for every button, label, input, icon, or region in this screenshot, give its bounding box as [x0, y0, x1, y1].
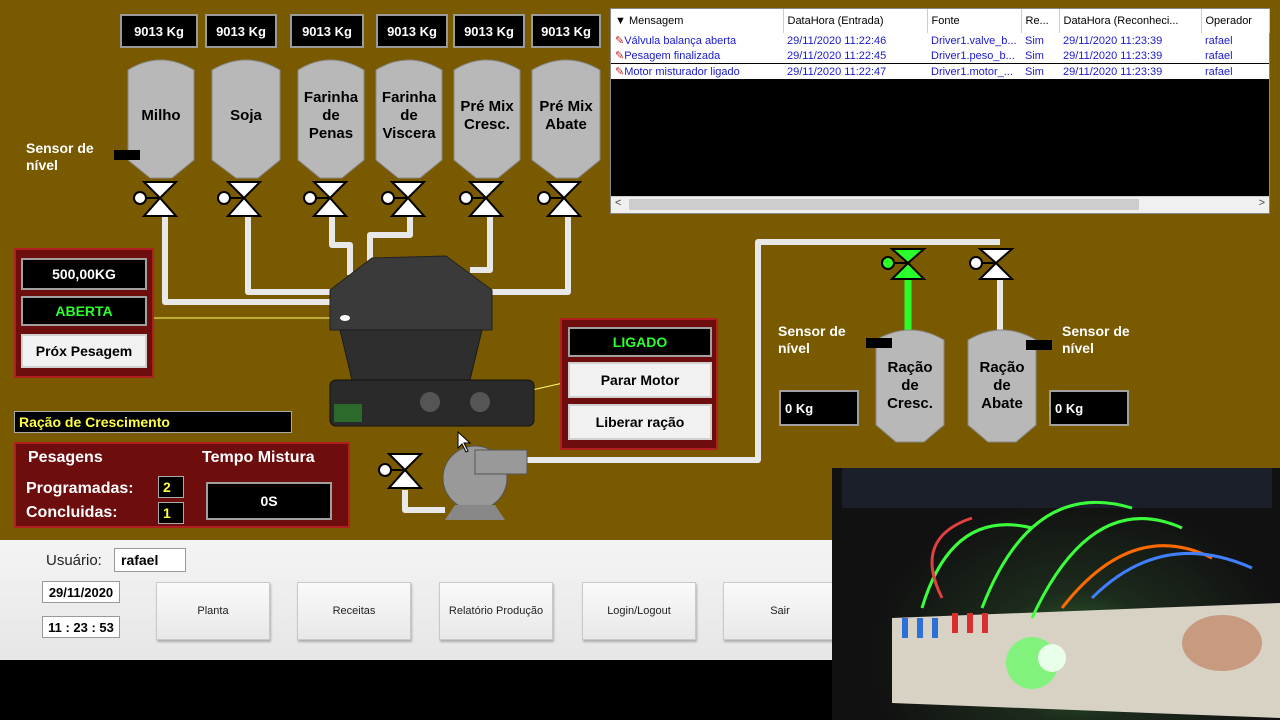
output-weight-cresc: 0 Kg — [779, 390, 859, 426]
time-display: 11 : 23 : 53 — [42, 616, 120, 638]
mix-time-value: 0S — [206, 482, 332, 520]
valve-racao-abate — [969, 248, 1015, 280]
silo-label-soja: Soja — [230, 107, 262, 124]
programmed-label: Programadas: — [26, 480, 134, 497]
mix-time-label: Tempo Mistura — [202, 449, 315, 466]
scroll-right-icon[interactable]: > — [1258, 197, 1265, 209]
stop-motor-button[interactable]: Parar Motor — [568, 362, 712, 398]
next-weighing-button[interactable]: Próx Pesagem — [21, 334, 147, 368]
scale-weight: 500,00KG — [21, 258, 147, 290]
release-feed-button[interactable]: Liberar ração — [568, 404, 712, 440]
completed-value: 1 — [158, 502, 184, 524]
user-value: rafael — [114, 548, 186, 572]
table-row[interactable]: ✎Pesagem finalizada 29/11/2020 11:22:45 … — [611, 48, 1269, 64]
alarm-icon: ✎ — [615, 66, 625, 78]
programmed-value: 2 — [158, 476, 184, 498]
breadboard-photo — [842, 468, 1280, 718]
silo-weight-premix-abate: 9013 Kg — [531, 14, 601, 48]
weighings-panel: Pesagens Programadas: Concluidas: 2 1 Te… — [14, 442, 350, 528]
table-row[interactable]: ✎Válvula balança aberta 29/11/2020 11:22… — [611, 33, 1269, 48]
col-header-source[interactable]: Fonte — [927, 9, 1022, 33]
date-display: 29/11/2020 — [42, 581, 120, 603]
camera-overlay — [832, 468, 1280, 720]
silo-label-milho: Milho — [141, 107, 181, 124]
scale-panel: 500,00KG ABERTA Próx Pesagem — [14, 248, 154, 378]
nav-relatorio-button[interactable]: Relatório Produção — [439, 582, 553, 640]
weighings-title: Pesagens — [28, 449, 103, 466]
silo-weight-farinha-penas: 9013 Kg — [290, 14, 364, 48]
nav-receitas-button[interactable]: Receitas — [297, 582, 411, 640]
alarm-icon: ✎ — [615, 35, 625, 47]
valve-status: ABERTA — [21, 296, 147, 326]
output-weight-abate: 0 Kg — [1049, 390, 1129, 426]
alarm-table[interactable]: ▼ Mensagem DataHora (Entrada) Fonte Re..… — [610, 8, 1270, 214]
motor-status: LIGADO — [568, 327, 712, 357]
nav-sair-button[interactable]: Sair — [723, 582, 837, 640]
silo-weight-soja: 9013 Kg — [205, 14, 277, 48]
scroll-left-icon[interactable]: < — [615, 197, 622, 209]
silo-weight-milho: 9013 Kg — [120, 14, 198, 48]
col-header-operator[interactable]: Operador — [1201, 9, 1270, 33]
valve-mixer-output — [378, 453, 424, 489]
mixer-graphic — [329, 255, 535, 427]
nav-login-button[interactable]: Login/Logout — [582, 582, 696, 640]
table-row[interactable]: ✎Motor misturador ligado 29/11/2020 11:2… — [611, 63, 1269, 80]
blower-graphic — [442, 445, 528, 520]
col-header-datetime-ack[interactable]: DataHora (Reconheci... — [1059, 9, 1202, 33]
piping — [114, 59, 1052, 520]
scrollbar-thumb[interactable] — [629, 199, 1139, 210]
silo-valves — [133, 181, 583, 217]
col-header-ack[interactable]: Re... — [1021, 9, 1060, 33]
recipe-name: Ração de Crescimento — [14, 411, 292, 433]
user-label: Usuário: — [46, 552, 102, 569]
completed-label: Concluidas: — [26, 504, 118, 521]
silo-weight-premix-cresc: 9013 Kg — [453, 14, 525, 48]
alarm-icon: ✎ — [615, 50, 625, 62]
motor-panel: LIGADO Parar Motor Liberar ração — [560, 318, 718, 450]
horizontal-scrollbar[interactable]: < > — [611, 196, 1269, 213]
col-header-message[interactable]: ▼ Mensagem — [611, 9, 784, 33]
nav-planta-button[interactable]: Planta — [156, 582, 270, 640]
silo-weight-farinha-viscera: 9013 Kg — [376, 14, 448, 48]
footer-bar: Usuário: rafael 29/11/2020 11 : 23 : 53 … — [0, 540, 837, 660]
col-header-datetime-in[interactable]: DataHora (Entrada) — [783, 9, 928, 33]
plant-screen: 9013 Kg 9013 Kg 9013 Kg 9013 Kg 9013 Kg … — [0, 0, 1280, 540]
valve-racao-cresc — [881, 248, 927, 280]
